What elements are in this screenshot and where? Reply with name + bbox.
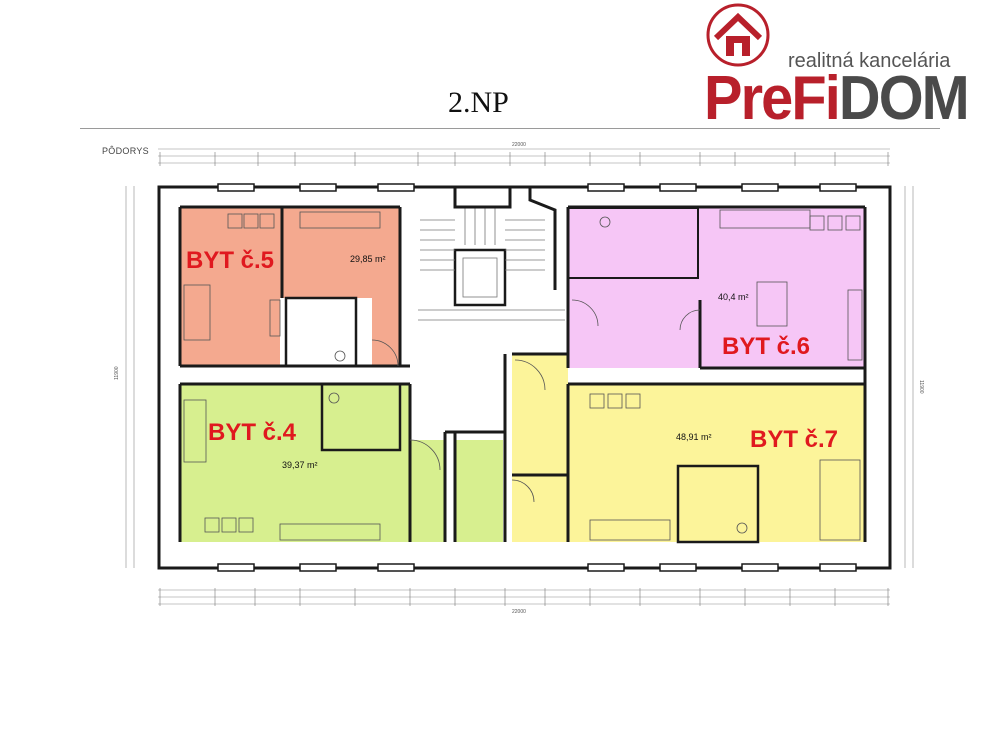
apartment-6-area: 40,4 m² [718,292,749,302]
house-circle-icon [706,3,770,67]
apartment-5-label: BYT č.5 [186,247,274,274]
apartment-5-room [180,208,280,366]
apartment-7-area: 48,91 m² [676,432,712,442]
corridor-walls [453,187,557,290]
apartment-5-area: 29,85 m² [350,254,386,264]
floor-title: 2.NP [448,86,509,119]
logo-brand-part1: PreFi [704,64,841,133]
logo-brand-part2: DOM [838,64,970,133]
apartment-4-area: 39,37 m² [282,460,318,470]
apartment-7-label: BYT č.7 [750,426,838,453]
apartment-5-kitchen [280,208,400,298]
section-label: PÔDORYS [102,146,149,156]
stairwell [418,207,565,321]
dimension-lines [125,148,914,605]
title-rule [80,128,940,129]
apartment-4-label: BYT č.4 [208,419,297,446]
interior-walls [178,205,867,542]
total-width-top: 22000 [512,142,526,148]
logo-brand: PreFiDOM [704,68,970,130]
logo-tagline: realitná kancelária [788,50,951,72]
apartment-6-room [568,208,864,368]
apartment-4-storage [455,440,503,542]
dimension-ticks [159,152,889,606]
total-width-bottom: 22000 [512,609,526,615]
apartment-4-bathroom [320,382,402,452]
apartment-5-bathroom [284,296,358,368]
door-swings [371,299,701,503]
company-logo: realitná kancelária PreFiDOM [700,2,970,136]
apartment-4-entry [410,440,445,542]
height-right: 11900 [918,380,924,394]
furniture [183,209,863,541]
apartment-6-label: BYT č.6 [722,333,810,360]
apartment-7-bathroom [676,464,760,544]
apartment-7-hall [512,354,568,542]
windows [217,183,857,572]
height-left: 11900 [114,366,120,380]
